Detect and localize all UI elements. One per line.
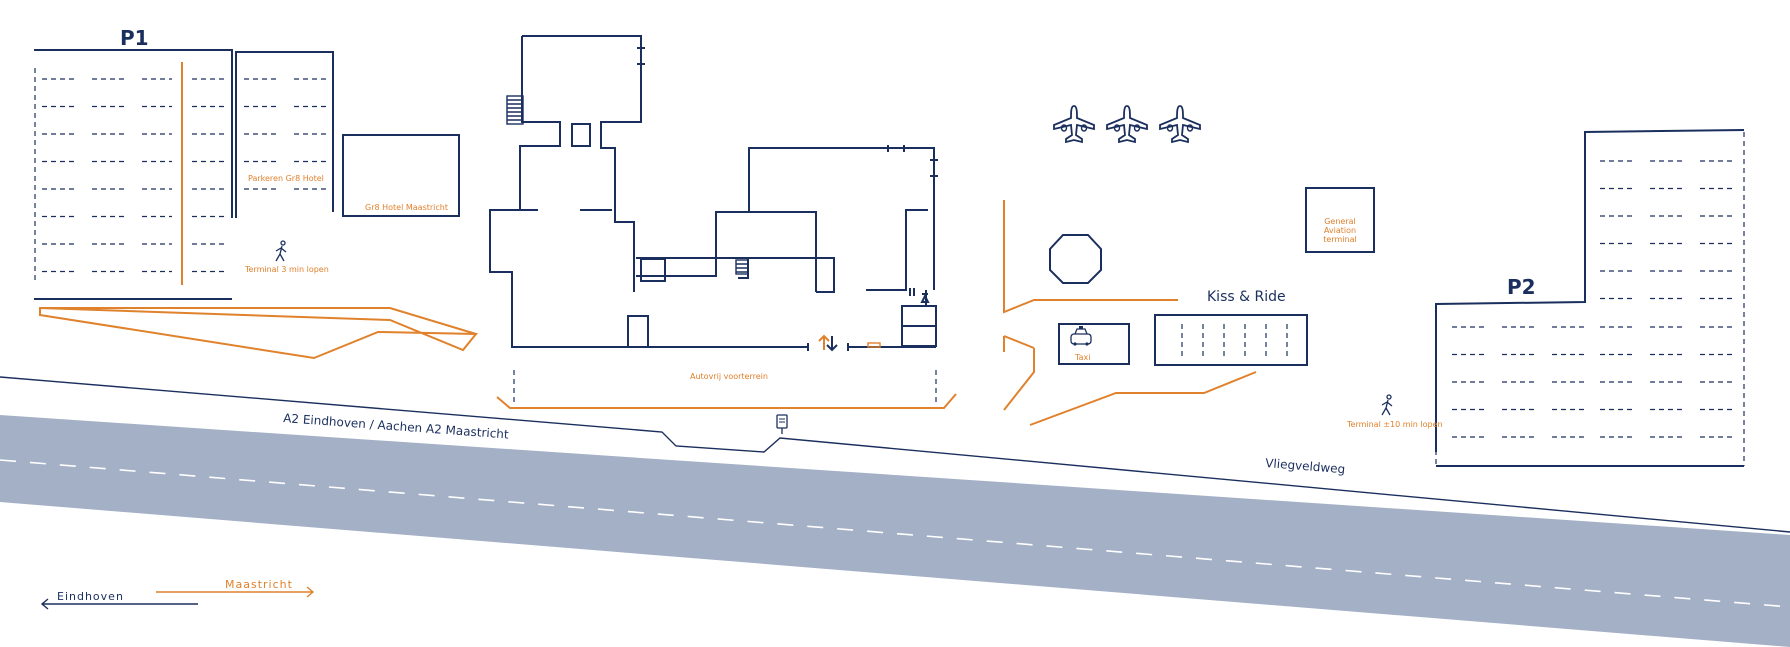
ga-label-line1: General [1324, 217, 1356, 226]
maastricht-direction-arrow [156, 586, 315, 598]
arrival-departure-arrows-icon [818, 334, 838, 352]
walking-person-icon [275, 240, 287, 262]
taxi-icon [1070, 326, 1092, 346]
general-aviation-terminal [1305, 187, 1375, 253]
hotel-building [342, 134, 460, 217]
road-edge-line [0, 376, 1790, 533]
p1-access-road [39, 306, 479, 360]
eindhoven-label: Eindhoven [57, 590, 124, 603]
hotel-label: Gr8 Hotel Maastricht [365, 203, 448, 212]
parking-p2 [1435, 129, 1745, 467]
p1-label: P1 [120, 26, 149, 50]
maastricht-label: Maastricht [225, 578, 293, 591]
eindhoven-direction-arrow [40, 598, 198, 610]
autovrij-label: Autovrij voorterrein [690, 372, 768, 381]
airplane-icon [1106, 105, 1148, 143]
walking-person-icon [1381, 394, 1393, 416]
car-free-forecourt [496, 370, 957, 409]
airplane-icon [1159, 105, 1201, 143]
taxi-stand [1058, 323, 1130, 365]
parking-hotel-label: Parkeren Gr8 Hotel [248, 174, 324, 183]
airplane-icon [1053, 105, 1095, 143]
p2-label: P2 [1507, 275, 1536, 299]
terminal-walk-p2-label: Terminal ±10 min lopen [1346, 420, 1443, 429]
terminal-building [489, 35, 938, 351]
kiss-ride-label: Kiss & Ride [1207, 289, 1286, 305]
ga-label-line3: terminal [1323, 235, 1356, 244]
taxi-label: Taxi [1074, 353, 1090, 362]
kiss-ride-area [1154, 314, 1308, 366]
legend-background [0, 502, 1790, 647]
bus-stop-icon [776, 414, 788, 434]
vliegveldweg-label: Vliegveldweg [1265, 456, 1346, 476]
ga-label-line2: Aviation [1324, 226, 1356, 235]
octagon-structure [1049, 234, 1102, 284]
access-road-orange [1003, 200, 1178, 314]
terminal-walk-p1-label: Terminal 3 min lopen [244, 265, 329, 274]
parking-p1 [34, 49, 334, 300]
